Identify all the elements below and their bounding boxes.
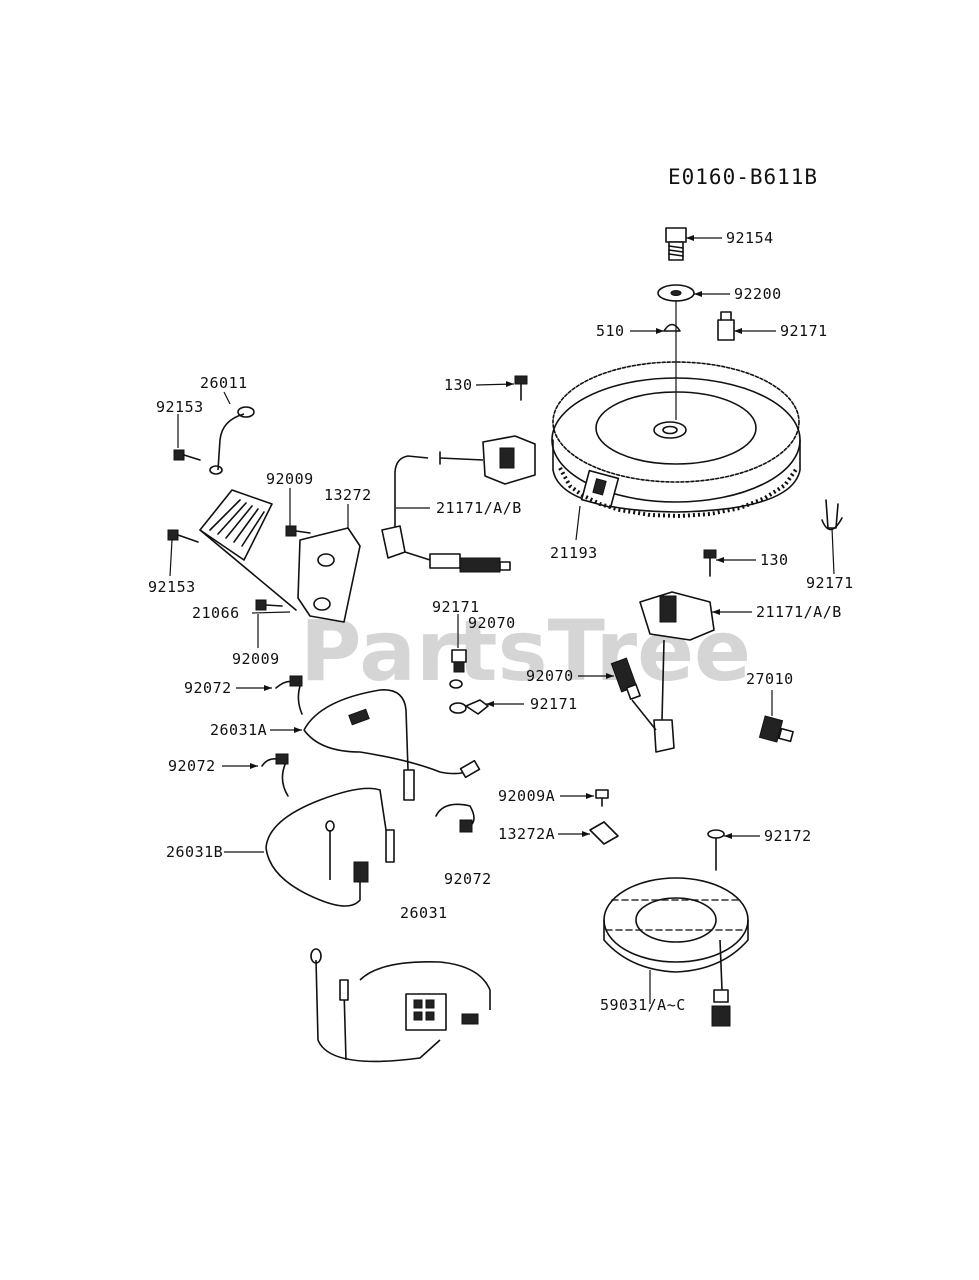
clamp-92072-a-part[interactable] [275,675,303,715]
ignition-coil-right-part[interactable] [639,591,715,753]
label-13272[interactable]: 13272 [324,486,372,504]
screw-92153-a-part[interactable] [173,449,201,461]
regulator-21066-part[interactable] [199,489,297,611]
label-510[interactable]: 510 [596,322,625,340]
label-92171-top[interactable]: 92171 [780,322,828,340]
screw-130-right-part[interactable] [703,549,717,577]
label-26031B[interactable]: 26031B [166,843,223,861]
washer-92200-part[interactable] [657,284,695,302]
harness-26031B-part[interactable] [265,787,395,907]
label-21066[interactable]: 21066 [192,604,240,622]
diagram-code: E0160-B611B [668,165,818,189]
label-130-top[interactable]: 130 [444,376,473,394]
screw-92172-part[interactable] [707,829,725,871]
label-26011[interactable]: 26011 [200,374,248,392]
screw-92009A-part[interactable] [595,789,609,807]
plate-13272A-part[interactable] [589,821,619,845]
label-92171-mid[interactable]: 92171 [432,598,480,616]
clip-92171-mid-part[interactable] [449,649,467,689]
label-92200[interactable]: 92200 [734,285,782,303]
label-92009-a[interactable]: 92009 [266,470,314,488]
label-13272A[interactable]: 13272A [498,825,555,843]
leader-arrowheads [250,235,742,839]
spark-plug-right-part[interactable] [610,657,657,731]
clamp-92072-c-part[interactable] [435,803,475,833]
terminal-92171-bottom-part[interactable] [449,699,489,715]
pressure-switch-27010-part[interactable] [758,715,794,743]
label-92072-b[interactable]: 92072 [168,757,216,775]
clip-92171-top-part[interactable] [717,311,735,341]
label-92153-a[interactable]: 92153 [156,398,204,416]
screw-130-top-part[interactable] [514,375,528,401]
label-92171-right[interactable]: 92171 [806,574,854,592]
flywheel-part[interactable] [551,361,801,519]
ignition-coil-left-part[interactable] [381,435,536,559]
bolt-92154-part[interactable] [665,227,687,261]
screw-92153-b-part[interactable] [167,529,199,543]
label-21171-left[interactable]: 21171/A/B [436,499,522,517]
label-92172[interactable]: 92172 [764,827,812,845]
key-510-part[interactable] [663,323,681,332]
label-92154[interactable]: 92154 [726,229,774,247]
label-26031[interactable]: 26031 [400,904,448,922]
clamp-92072-b-part[interactable] [261,753,289,797]
label-27010[interactable]: 27010 [746,670,794,688]
harness-26031-part[interactable] [310,948,491,1063]
label-92072-c[interactable]: 92072 [444,870,492,888]
label-92009-b[interactable]: 92009 [232,650,280,668]
label-92070-mid[interactable]: 92070 [468,614,516,632]
label-92072-a[interactable]: 92072 [184,679,232,697]
label-92153-b[interactable]: 92153 [148,578,196,596]
label-92009A[interactable]: 92009A [498,787,555,805]
label-92171-bottom[interactable]: 92171 [530,695,578,713]
ground-wire-26011-part[interactable] [209,406,255,475]
label-21171-right[interactable]: 21171/A/B [756,603,842,621]
label-92070-right[interactable]: 92070 [526,667,574,685]
screw-92009-b-part[interactable] [255,599,283,611]
label-130-right[interactable]: 130 [760,551,789,569]
label-21193[interactable]: 21193 [550,544,598,562]
label-59031[interactable]: 59031/A~C [600,996,686,1014]
clip-92171-right-part[interactable] [821,499,843,531]
screw-92009-a-part[interactable] [285,525,311,537]
stator-59031-part[interactable] [603,877,749,1027]
bracket-13272-part[interactable] [297,527,361,623]
label-26031A[interactable]: 26031A [210,721,267,739]
spark-plug-left-part[interactable] [404,551,511,573]
harness-26031A-part[interactable] [303,689,481,801]
